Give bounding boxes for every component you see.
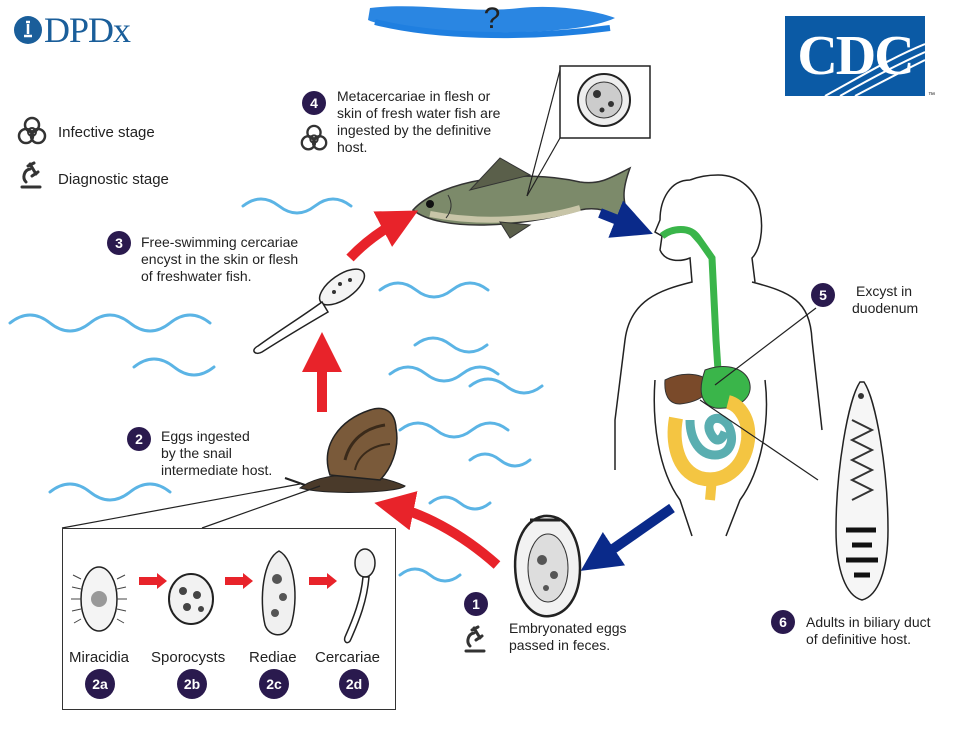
step-3-line-3: of freshwater fish. [141, 268, 252, 284]
arrow-cercaria-to-fish [346, 210, 419, 262]
biohazard-icon [17, 116, 47, 145]
snail-illustration [284, 407, 406, 493]
step-4-line-1: Metacercariae in flesh or [337, 88, 491, 104]
step-4-badge: 4 [302, 91, 326, 115]
cdc-logo: CDC [785, 16, 925, 96]
step-6-line-2: of definitive host. [806, 631, 912, 647]
snail-stages-inset: Miracidia 2a Sporocysts 2b Rediae 2c Cer… [62, 528, 396, 710]
microscope-icon [20, 161, 42, 189]
digestive-tract [659, 226, 756, 501]
stage-label-rediae: Rediae [249, 649, 297, 666]
inset-illustrations [71, 548, 376, 644]
legend-infective-label: Infective stage [58, 124, 155, 141]
stage-badge-2d: 2d [339, 669, 369, 699]
arrow-egg-to-snail [374, 491, 501, 569]
step-2-line-1: Eggs ingested [161, 428, 250, 444]
stage-label-cercariae: Cercariae [315, 649, 381, 666]
step-2-badge: 2 [127, 427, 151, 451]
callout-biliary [699, 399, 819, 481]
cdc-logo-text: CDC [797, 25, 914, 87]
step-4-line-3: ingested by the definitive [337, 122, 492, 138]
dpdx-logo: DPDx [14, 10, 131, 50]
arrow-fish-to-host [598, 200, 653, 238]
stage-badge-2a: 2a [85, 669, 115, 699]
step-3-line-2: encyst in the skin or flesh [141, 251, 299, 267]
redaction-mark: ? [484, 2, 501, 35]
arrow-host-to-egg [580, 503, 675, 571]
inset-connectors [61, 483, 321, 529]
cdc-trademark: ™ [928, 92, 935, 99]
step-2-line-3: intermediate host. [161, 462, 273, 478]
step-2-line-2: by the snail [161, 445, 232, 461]
water-cycle-arrows [302, 210, 501, 569]
fish-illustration [411, 157, 632, 239]
step-1-line-1: Embryonated eggs [509, 620, 627, 636]
metacercaria-callout [526, 65, 651, 197]
step-3-line-1: Free-swimming cercariae [141, 234, 299, 250]
step-6-badge: 6 [771, 610, 795, 634]
step-5-line-1: Excyst in [856, 283, 913, 299]
human-host-outline [614, 174, 823, 537]
adult-fluke-illustration [835, 381, 889, 601]
dpdx-microscope-icon [14, 16, 42, 44]
legend-diagnostic-label: Diagnostic stage [58, 171, 169, 188]
step-6-line-1: Adults in biliary duct [806, 614, 931, 630]
redia-shape [261, 550, 296, 636]
sporocyst-shape [168, 573, 214, 625]
step-1-badge: 1 [464, 592, 488, 616]
step-1-line-2: passed in feces. [509, 637, 611, 653]
cercaria-shape [354, 548, 376, 578]
stage-badge-2b: 2b [177, 669, 207, 699]
dpdx-logo-text: DPDx [44, 10, 131, 50]
stage-label-miracidia: Miracidia [69, 649, 130, 666]
redaction-scribble [368, 6, 615, 39]
step-5-badge: 5 [811, 283, 835, 307]
step-4-line-2: skin of fresh water fish are [337, 105, 501, 121]
stage-label-sporocysts: Sporocysts [151, 649, 226, 666]
cdc-logo-stripes [785, 38, 925, 96]
step-4-biohazard-icon [300, 124, 328, 151]
step-4-line-4: host. [337, 139, 368, 155]
embryonated-egg-illustration [513, 514, 582, 618]
cercaria-illustration [253, 268, 366, 355]
host-arrows [580, 200, 675, 571]
step-3-badge: 3 [107, 231, 131, 255]
step-5-line-2: duodenum [852, 300, 919, 316]
water-waves [8, 193, 544, 583]
stage-badge-2c: 2c [259, 669, 289, 699]
callout-duodenum [714, 307, 817, 386]
step-1-microscope-icon [464, 625, 486, 653]
